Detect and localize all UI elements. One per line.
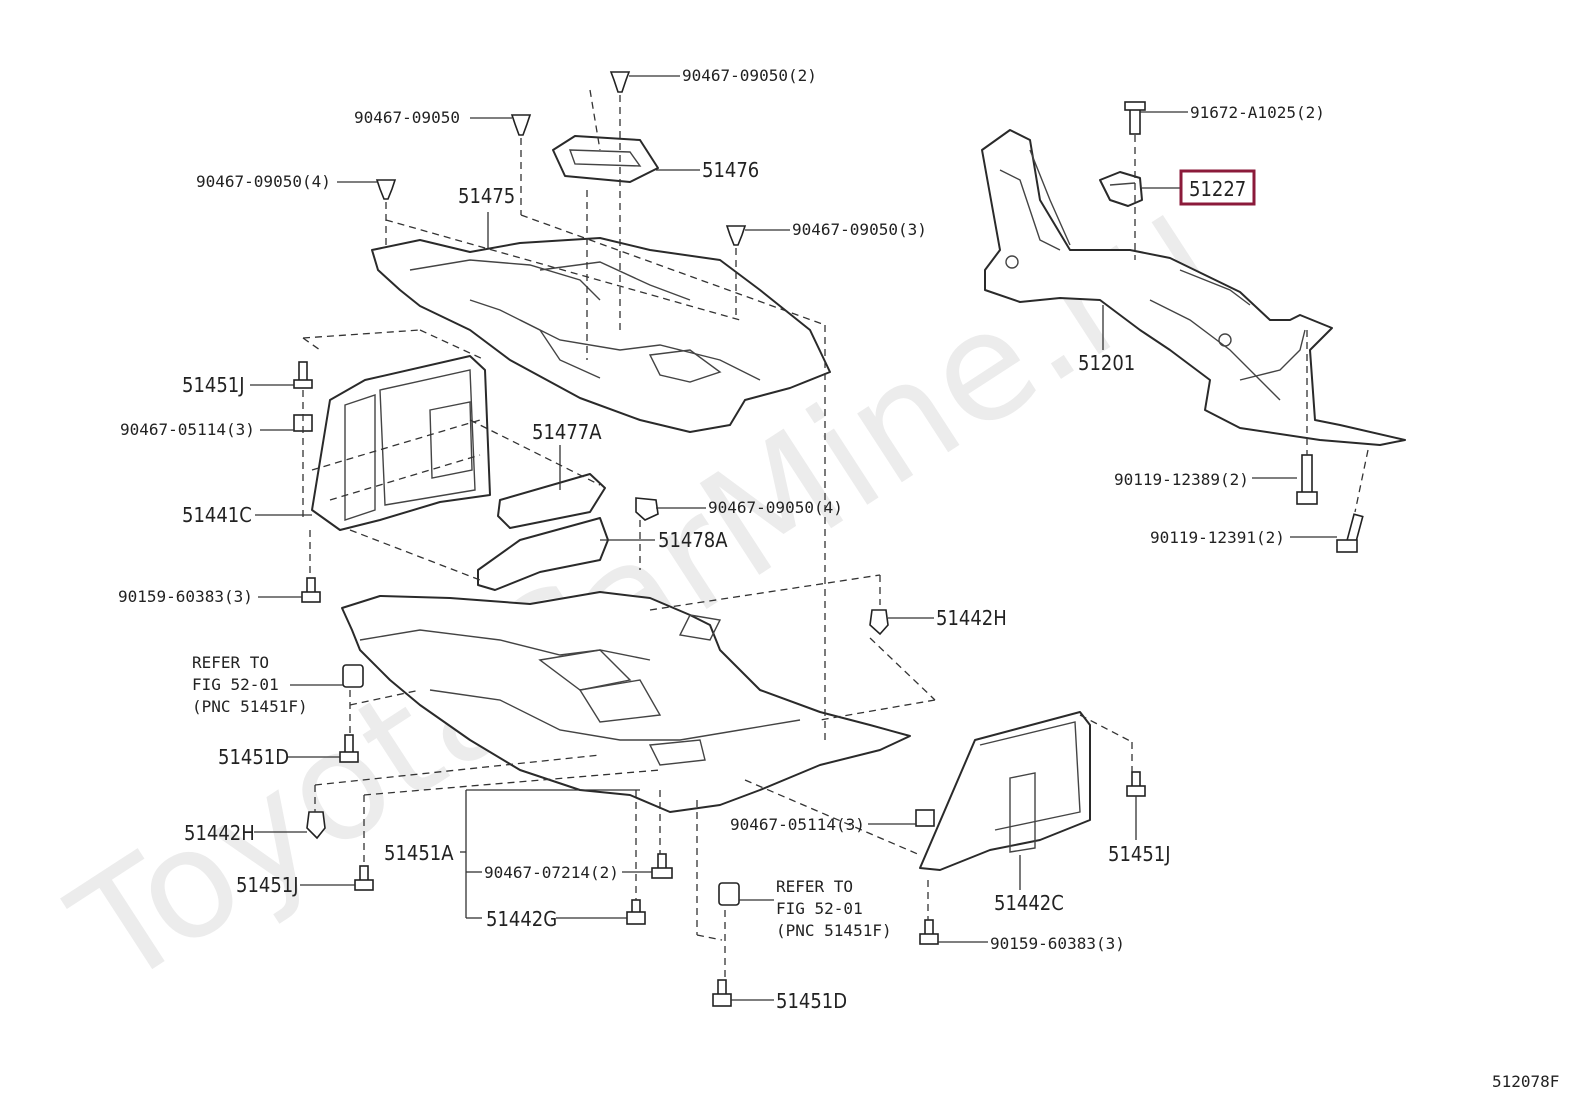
- label-90467-09050[interactable]: 90467-09050: [354, 108, 460, 127]
- label-51442G[interactable]: 51442G: [486, 907, 557, 931]
- label-90467-05114-3b[interactable]: 90467-05114(3): [730, 815, 865, 834]
- label-51451J-a[interactable]: 51451J: [182, 373, 245, 397]
- callout-labels: 90467-09050(2) 90467-09050 90467-09050(4…: [118, 66, 1559, 1091]
- label-51442C[interactable]: 51442C: [994, 891, 1064, 915]
- label-51451A[interactable]: 51451A: [384, 841, 454, 865]
- part-51477A-plate[interactable]: [497, 473, 606, 529]
- leader-lines: [250, 75, 1337, 1001]
- bolt-icon: [651, 853, 673, 879]
- clip-icon: [510, 114, 532, 136]
- bolt-icon: [712, 979, 732, 1007]
- label-51477A[interactable]: 51477A: [532, 420, 602, 444]
- clip-icon: [609, 71, 631, 93]
- highlight-box: [1179, 169, 1256, 206]
- label-51451J-c[interactable]: 51451J: [1108, 842, 1171, 866]
- label-90467-09050-2[interactable]: 90467-09050(2): [682, 66, 817, 85]
- clip-nut-icon: [915, 809, 935, 827]
- label-51441C[interactable]: 51441C: [182, 503, 252, 527]
- part-51475-shield[interactable]: [371, 237, 831, 433]
- grommet-icon: [718, 882, 740, 906]
- label-refer-a-line3: (PNC 51451F): [192, 697, 308, 716]
- label-90119-12391-2[interactable]: 90119-12391(2): [1150, 528, 1285, 547]
- label-91672-A1025-2[interactable]: 91672-A1025(2): [1190, 103, 1325, 122]
- label-51201[interactable]: 51201: [1078, 351, 1135, 375]
- label-51442H-a[interactable]: 51442H: [936, 606, 1007, 630]
- assembly-lines: [302, 89, 1369, 980]
- label-90467-09050-3[interactable]: 90467-09050(3): [792, 220, 927, 239]
- part-51201-crossmember[interactable]: [981, 129, 1406, 446]
- label-51451D-a[interactable]: 51451D: [218, 745, 289, 769]
- grommet-icon: [342, 664, 364, 688]
- figure-id: 512078F: [1492, 1072, 1559, 1091]
- label-51476[interactable]: 51476: [702, 158, 759, 182]
- bolt-icon: [1296, 454, 1318, 505]
- label-51451J-b[interactable]: 51451J: [236, 873, 299, 897]
- label-refer-b-line2[interactable]: FIG 52-01: [776, 899, 863, 918]
- clip-icon: [725, 225, 747, 246]
- part-51441C-side-shield[interactable]: [311, 355, 491, 531]
- bolt-icon: [1336, 513, 1364, 553]
- push-rivet-icon: [306, 811, 326, 840]
- part-51442C-side-shield[interactable]: [919, 711, 1091, 871]
- bolt-icon: [293, 361, 313, 389]
- label-90467-05114-3a[interactable]: 90467-05114(3): [120, 420, 255, 439]
- label-90159-60383-3a[interactable]: 90159-60383(3): [118, 587, 253, 606]
- label-51478A[interactable]: 51478A: [658, 528, 728, 552]
- bolt-icon: [301, 577, 321, 603]
- label-51451D-b[interactable]: 51451D: [776, 989, 847, 1013]
- label-90119-12389-2[interactable]: 90119-12389(2): [1114, 470, 1249, 489]
- part-51478A-plate[interactable]: [477, 517, 609, 591]
- clip-icon: [375, 179, 397, 200]
- bolt-icon: [919, 919, 939, 945]
- bolt-icon: [1126, 771, 1146, 797]
- clip-icon: [635, 497, 659, 521]
- part-51227-bracket[interactable]: [1099, 171, 1143, 207]
- bolt-icon: [626, 899, 646, 925]
- label-51475[interactable]: 51475: [458, 184, 515, 208]
- label-90467-07214-2[interactable]: 90467-07214(2): [484, 863, 619, 882]
- label-refer-b-line3: (PNC 51451F): [776, 921, 892, 940]
- label-51442H-b[interactable]: 51442H: [184, 821, 255, 845]
- label-refer-a-line2[interactable]: FIG 52-01: [192, 675, 279, 694]
- label-51227[interactable]: 51227: [1189, 177, 1246, 201]
- label-refer-a-line1: REFER TO: [192, 653, 269, 672]
- bolt-icon: [1124, 101, 1146, 135]
- part-51476-pad[interactable]: [552, 135, 659, 183]
- push-rivet-icon: [869, 609, 889, 636]
- label-refer-b-line1: REFER TO: [776, 877, 853, 896]
- label-90159-60383-3b[interactable]: 90159-60383(3): [990, 934, 1125, 953]
- label-90467-09050-4a[interactable]: 90467-09050(4): [196, 172, 331, 191]
- part-51451A-main-shield[interactable]: [341, 591, 911, 813]
- label-90467-09050-4b[interactable]: 90467-09050(4): [708, 498, 843, 517]
